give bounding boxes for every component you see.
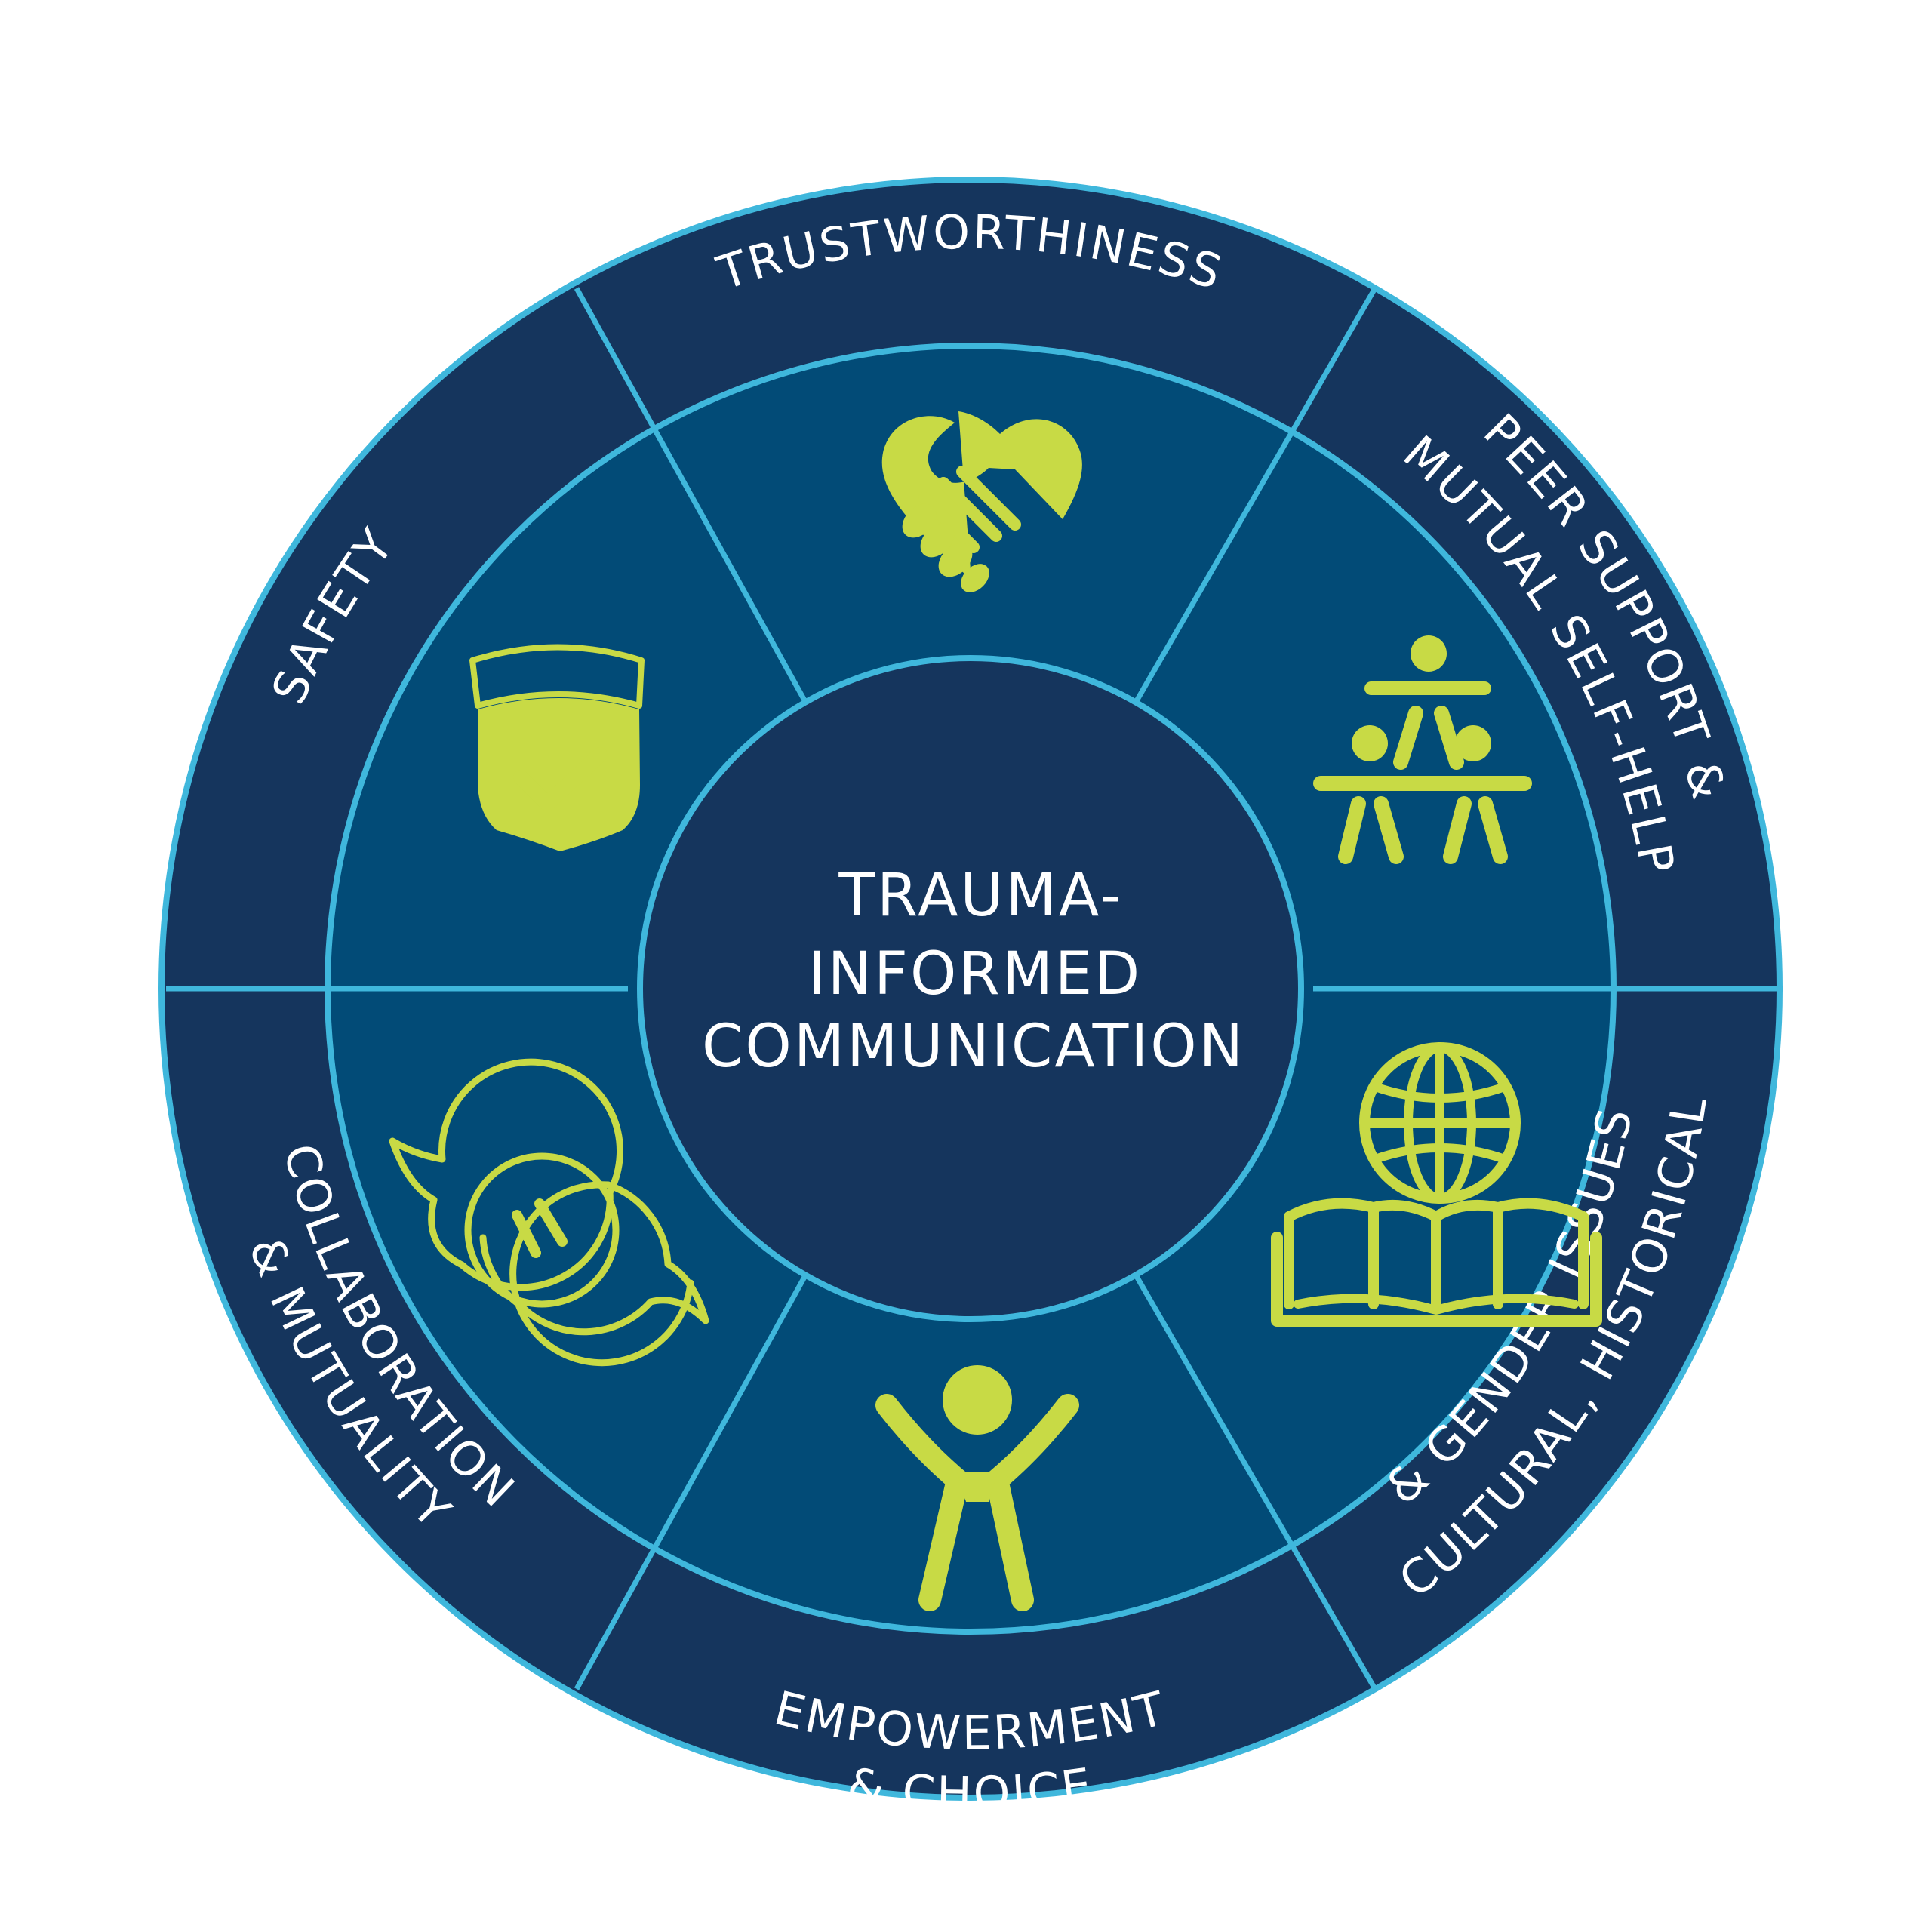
label-empowerment-line2: & CHOICE <box>844 1757 1097 1821</box>
center-title-line3: COMMUNICATION <box>702 1013 1245 1081</box>
shield-check-icon <box>469 644 645 851</box>
heart-handshake-icon <box>881 411 1082 592</box>
globe-book-icon <box>1271 1042 1602 1327</box>
speech-bubbles-icon <box>389 1058 709 1367</box>
center-title-line1: TRAUMA- <box>838 862 1123 930</box>
center-title: TRAUMA- INFORMED COMMUNICATION <box>702 862 1245 1081</box>
person-raised-arms-icon <box>875 1365 1079 1611</box>
peer-group-icon <box>1313 635 1532 864</box>
center-title-line2: INFORMED <box>808 940 1142 1008</box>
segment-dividers <box>166 287 1783 1690</box>
center-circle <box>637 655 1304 1322</box>
